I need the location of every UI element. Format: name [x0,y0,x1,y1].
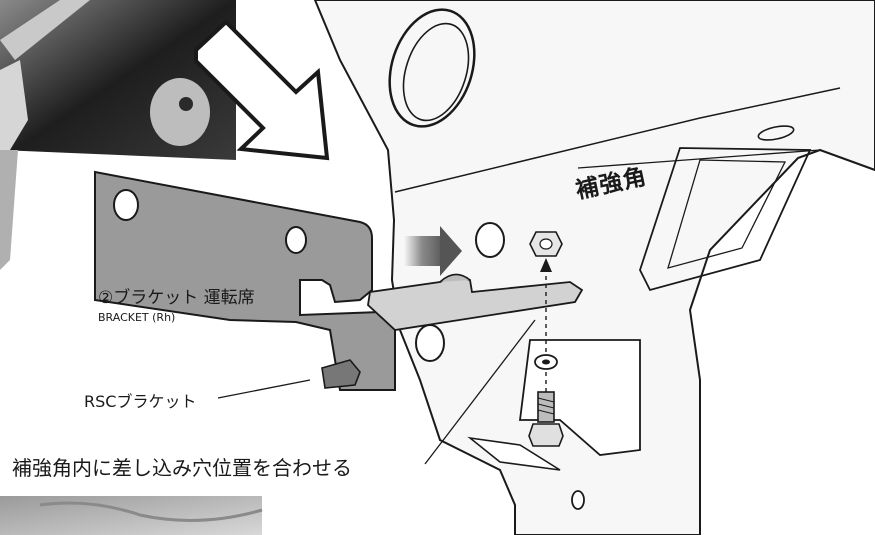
vehicle-photo-bottom [0,496,263,535]
bolt-icon [528,391,564,447]
leader-line-rsc [217,379,311,399]
vehicle-frame [313,0,875,535]
washer-icon [534,354,558,370]
insert-strip [367,273,584,331]
nut-icon [529,231,563,257]
instruction-label: 補強角内に差し込み穴位置を合わせる [12,456,352,480]
leader-line-align [424,319,536,465]
bracket-label-ja: ②ブラケット 運転席 [98,288,255,308]
rsc-bracket [321,359,361,389]
bracket-rh [94,170,396,391]
rsc-bracket-label: RSCブラケット [84,392,197,411]
guide-arrowhead [540,258,552,272]
vehicle-photo-top [0,0,236,160]
insertion-arrow-icon [194,19,330,161]
vehicle-photo-edge [0,150,18,270]
bracket-label-en: BRACKET (Rh) [98,311,176,324]
motion-arrow-icon [404,226,462,276]
